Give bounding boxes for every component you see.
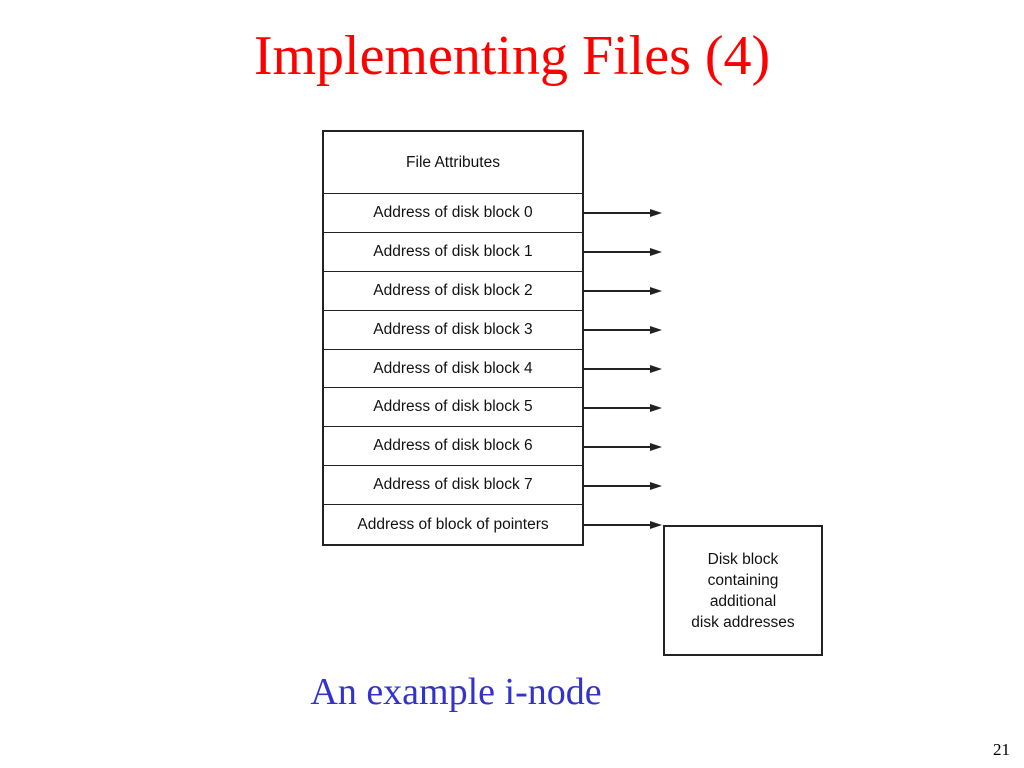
indirect-disk-block: Disk block containing additional disk ad… [663, 525, 823, 656]
file-attributes-cell: File Attributes [324, 132, 582, 194]
pointer-arrowhead-4 [650, 365, 662, 373]
pointer-arrowhead-1 [650, 248, 662, 256]
pointer-arrowhead-3 [650, 326, 662, 334]
disk-block-address-4: Address of disk block 4 [324, 350, 582, 389]
pointer-arrowhead-6 [650, 443, 662, 451]
inode-table: File Attributes Address of disk block 0 … [322, 130, 584, 547]
disk-block-address-0: Address of disk block 0 [324, 194, 582, 233]
figure-caption: An example i-node [310, 671, 602, 713]
disk-block-address-3: Address of disk block 3 [324, 311, 582, 350]
disk-block-address-7: Address of disk block 7 [324, 466, 582, 506]
disk-block-address-6: Address of disk block 6 [324, 427, 582, 467]
disk-block-address-2: Address of disk block 2 [324, 272, 582, 311]
indirect-block-line-1: Disk block [707, 550, 779, 568]
indirect-block-line-2: containing [707, 571, 779, 589]
disk-block-address-1: Address of disk block 1 [324, 233, 582, 272]
indirect-block-line-4: disk addresses [691, 613, 795, 631]
slide-title: Implementing Files (4) [253, 25, 771, 87]
block-of-pointers-address: Address of block of pointers [357, 515, 549, 533]
disk-block-address-5: Address of disk block 5 [324, 388, 582, 428]
pointer-arrowhead-8 [650, 521, 662, 529]
indirect-block-line-3: additional [709, 592, 777, 610]
pointer-arrowhead-2 [650, 287, 662, 295]
pointer-arrowhead-5 [650, 404, 662, 412]
pointer-arrowhead-0 [650, 209, 662, 217]
pointer-arrowhead-7 [650, 482, 662, 490]
page-number: 21 [993, 740, 1010, 759]
